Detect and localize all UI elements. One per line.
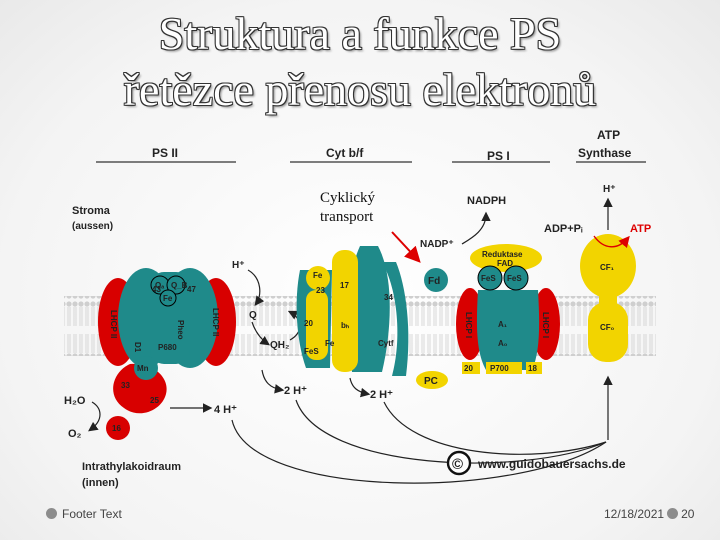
footer-text: Footer Text bbox=[62, 507, 122, 521]
h-top-label: H⁺ bbox=[603, 184, 616, 195]
website-label: www.guidobauersachs.de bbox=[477, 457, 626, 471]
h-stroma-label: H⁺ bbox=[232, 260, 245, 271]
slide-footer-left: Footer Text bbox=[46, 506, 122, 522]
slide-page-number: 20 bbox=[681, 507, 695, 521]
h2o-label: H₂O bbox=[64, 395, 86, 407]
title-line-1: Struktura a funkce PS bbox=[158, 8, 562, 59]
qh2-label: QH₂ bbox=[270, 340, 289, 351]
n17-label: 17 bbox=[340, 281, 349, 290]
h2a-label: 2 H⁺ bbox=[284, 385, 307, 397]
fe-cyt-label: Fe bbox=[313, 271, 323, 280]
lhcp1-right-label: LHCP I bbox=[541, 312, 550, 338]
fe-cyt-lower-label: Fe bbox=[325, 339, 335, 348]
fes-left-label: FeS bbox=[481, 274, 496, 283]
cyclic-arrow bbox=[391, 231, 421, 263]
n34-label: 34 bbox=[384, 293, 393, 302]
n33-label: 33 bbox=[121, 381, 130, 390]
d1-label: D1 bbox=[133, 342, 142, 353]
footer-bullet-icon-right bbox=[667, 508, 679, 519]
pc-label: PC bbox=[424, 376, 438, 387]
cf0-label: CF₀ bbox=[600, 323, 615, 332]
atp-synthase: CF₁ CF₀ H⁺ ADP+Pᵢ ATP bbox=[544, 184, 651, 440]
n47-label: 47 bbox=[187, 285, 196, 294]
header-atp: ATP bbox=[597, 128, 620, 142]
stroma-sublabel: (aussen) bbox=[72, 221, 113, 232]
adp-label: ADP+Pᵢ bbox=[544, 223, 583, 235]
slide-title: Struktura a funkce PS řetězce přenosu el… bbox=[0, 6, 720, 118]
n23-label: 23 bbox=[316, 286, 325, 295]
website-credit: © www.guidobauersachs.de bbox=[446, 450, 626, 476]
a0-label: A₀ bbox=[498, 339, 508, 348]
cyclic-label-1: Cyklický bbox=[320, 190, 375, 206]
fad-label: FAD bbox=[497, 259, 513, 268]
lumen-proton-arrows: 2 H⁺ 2 H⁺ bbox=[261, 369, 393, 401]
copyright-icon: © bbox=[452, 456, 463, 473]
mn-label: Mn bbox=[137, 364, 149, 373]
fes-cyt-label: FeS bbox=[304, 347, 319, 356]
lhcp1-left-label: LHCP I bbox=[464, 312, 473, 338]
pheo-label: Pheo bbox=[176, 320, 185, 340]
o2-label: O₂ bbox=[68, 428, 82, 440]
stroma-label: Stroma bbox=[72, 205, 111, 217]
photosystem-1: FeS FeS A₁ A₀ LHCP I LHCP I 20 P700 18 P… bbox=[416, 265, 560, 389]
cf1-label: CF₁ bbox=[600, 263, 615, 272]
p680-label: P680 bbox=[158, 343, 177, 352]
lhcp2-right-label: LHCP II bbox=[211, 308, 220, 336]
ferredoxin-nadp-reductase: Fd Reduktase FAD NADP⁺ NADPH bbox=[420, 195, 542, 292]
header-ps1: PS I bbox=[487, 149, 510, 163]
a1-label: A₁ bbox=[498, 320, 508, 329]
nadp-label: NADP⁺ bbox=[420, 239, 454, 250]
nadph-label: NADPH bbox=[467, 195, 506, 207]
n43-label: 43 bbox=[152, 285, 161, 294]
cytochrome-bf-complex: Fe 23 17 34 20 bₕ Fe FeS Cytf bbox=[296, 246, 409, 376]
n20-cyt-label: 20 bbox=[304, 319, 313, 328]
fe-label: Fe bbox=[163, 294, 173, 303]
atp-label: ATP bbox=[630, 223, 651, 235]
footer-bullet-icon bbox=[46, 508, 57, 519]
n25-label: 25 bbox=[150, 396, 159, 405]
qa-label: Qₐ bbox=[155, 281, 164, 290]
lumen-label: Intrathylakoidraum bbox=[82, 461, 181, 473]
slide-footer-right: 12/18/2021 20 bbox=[604, 506, 694, 522]
title-line-2: řetězce přenosu elektronů bbox=[123, 64, 597, 115]
proton-gradient-arrows bbox=[231, 399, 607, 484]
header-synthase: Synthase bbox=[578, 146, 632, 160]
cyclic-label-2: transport bbox=[320, 209, 374, 225]
qb-label: Q_B bbox=[171, 281, 188, 290]
h4-label: 4 H⁺ bbox=[214, 404, 237, 416]
oxygen-evolving-complex: Mn 33 25 16 H₂O O₂ 4 H⁺ bbox=[64, 356, 237, 440]
h2b-label: 2 H⁺ bbox=[370, 389, 393, 401]
reduktase-label: Reduktase bbox=[482, 250, 523, 259]
lhcp2-left-label: LHCP II bbox=[109, 310, 118, 338]
slide-date: 12/18/2021 bbox=[604, 507, 665, 521]
fd-label: Fd bbox=[428, 276, 440, 287]
n16-label: 16 bbox=[112, 424, 121, 433]
lumen-sublabel: (innen) bbox=[82, 477, 119, 489]
header-cytbf: Cyt b/f bbox=[326, 146, 364, 160]
p700-label: P700 bbox=[490, 364, 509, 373]
section-headers: PS II Cyt b/f PS I ATP Synthase bbox=[96, 128, 646, 163]
q-label: Q bbox=[249, 310, 257, 321]
n18-label: 18 bbox=[528, 364, 537, 373]
photosystem-2: Qₐ Q_B Fe Pheo P680 LHCP II LHCP II D1 4… bbox=[98, 268, 236, 368]
n20-ps1-label: 20 bbox=[464, 364, 473, 373]
cytf-label: Cytf bbox=[378, 339, 394, 348]
header-ps2: PS II bbox=[152, 146, 178, 160]
bh-label: bₕ bbox=[341, 321, 349, 330]
fes-right-label: FeS bbox=[507, 274, 522, 283]
